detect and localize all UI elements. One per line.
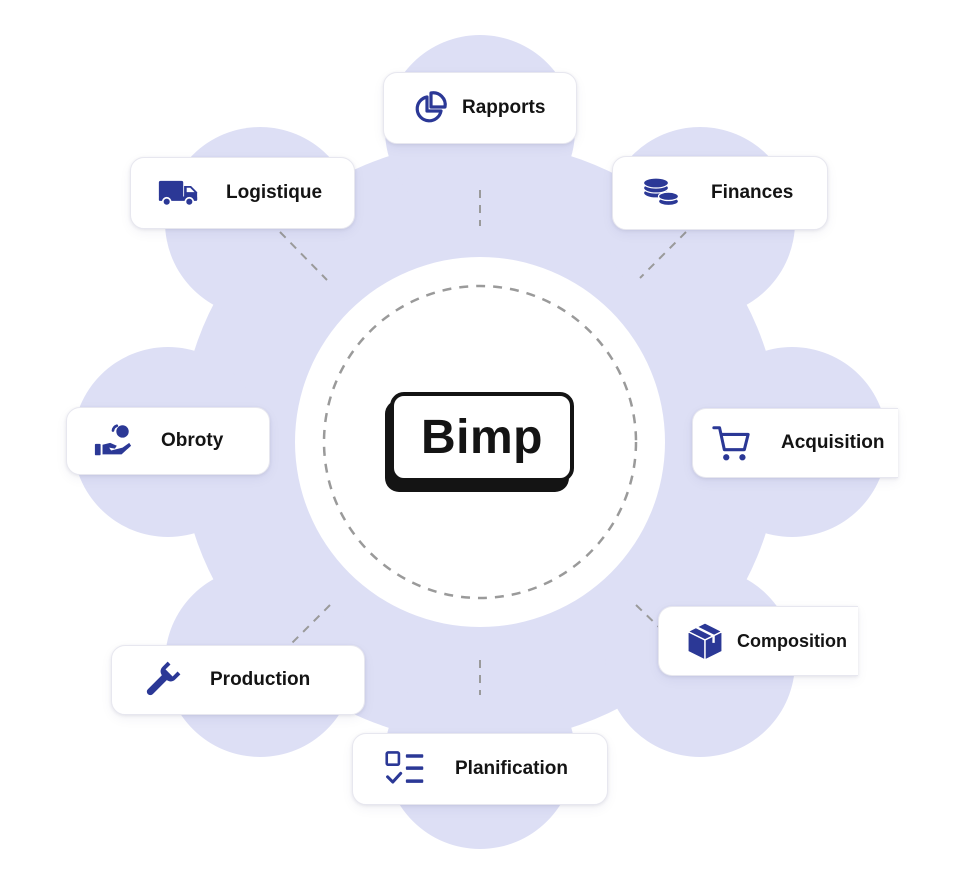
inner-dashed-ring <box>322 284 638 600</box>
module-card-composition[interactable]: Composition <box>658 606 858 676</box>
module-card-planification[interactable]: Planification <box>352 733 608 805</box>
shopping-cart-icon <box>711 423 751 463</box>
module-card-rapports[interactable]: Rapports <box>383 72 577 144</box>
box-icon <box>685 621 725 661</box>
coins-icon <box>641 173 681 213</box>
module-card-logistique[interactable]: Logistique <box>130 157 355 229</box>
pie-chart-icon <box>410 88 450 128</box>
connector-lines <box>279 190 687 695</box>
module-label: Composition <box>737 630 847 651</box>
module-card-production[interactable]: Production <box>111 645 365 715</box>
module-label: Finances <box>711 182 794 203</box>
logo-text: Bimp <box>421 410 543 464</box>
module-label: Obroty <box>161 430 224 451</box>
checklist-icon <box>385 749 425 789</box>
module-label: Acquisition <box>781 432 885 453</box>
module-label: Logistique <box>226 182 323 203</box>
hand-coin-icon <box>93 421 133 461</box>
module-card-finances[interactable]: Finances <box>612 156 828 230</box>
module-label: Production <box>210 669 311 690</box>
truck-icon <box>158 173 198 213</box>
bimp-logo: Bimp <box>385 392 575 492</box>
wrench-icon <box>142 660 182 700</box>
module-label: Rapports <box>462 97 546 118</box>
module-card-acquisition[interactable]: Acquisition <box>692 408 898 478</box>
module-card-obroty[interactable]: Obroty <box>66 407 270 475</box>
module-label: Planification <box>455 758 568 779</box>
